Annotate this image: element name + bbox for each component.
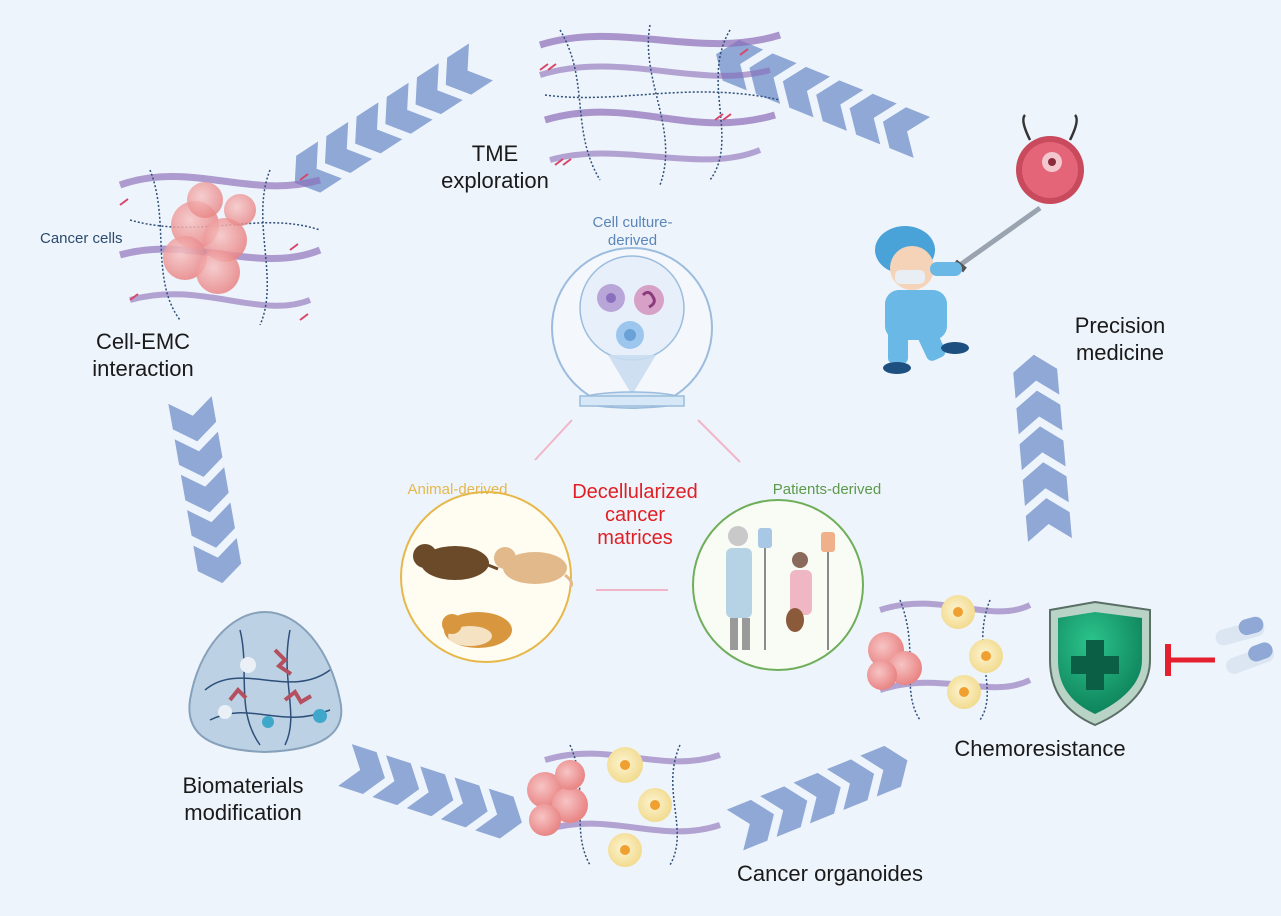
chevron-chain-top-left bbox=[294, 43, 493, 193]
pills-icon bbox=[1215, 616, 1274, 674]
chevron-chain-bottom-right bbox=[726, 745, 908, 851]
cell-emc-line1: Cell-EMC bbox=[95, 329, 191, 354]
chevron-chain-right bbox=[1013, 354, 1072, 542]
cell-ecm-cluster bbox=[118, 169, 322, 326]
organoid-cluster bbox=[527, 744, 721, 867]
tme-exploration-label: TME exploration bbox=[430, 140, 560, 194]
ecm-network-top bbox=[538, 24, 782, 186]
precision-medicine-label: Precision medicine bbox=[1050, 312, 1190, 366]
center-title-line2: cancer bbox=[604, 504, 666, 526]
center-title-line1: Decellularized bbox=[572, 481, 698, 503]
cell-emc-line2: interaction bbox=[92, 356, 194, 381]
chemoresistance-cluster bbox=[867, 595, 1032, 721]
biomaterials-line1: Biomaterials bbox=[182, 773, 304, 798]
precision-line1: Precision bbox=[1074, 313, 1166, 338]
connector-lines bbox=[534, 419, 741, 591]
cancer-cells-label: Cancer cells bbox=[40, 230, 123, 247]
cell-emc-label: Cell-EMC interaction bbox=[68, 328, 218, 382]
cell-culture-label: Cell culture- derived bbox=[570, 214, 695, 250]
cell-culture-line2: derived bbox=[607, 232, 658, 249]
tme-label-line2: exploration bbox=[441, 168, 549, 193]
cell-culture-panel bbox=[551, 247, 713, 409]
patients-derived-label: Patients-derived bbox=[772, 481, 882, 498]
chevron-chain-bottom-left bbox=[338, 744, 522, 839]
center-title: Decellularized cancer matrices bbox=[555, 481, 715, 550]
biomaterials-line2: modification bbox=[184, 800, 302, 825]
tme-label-line1: TME bbox=[471, 141, 519, 166]
animal-derived-label: Animal-derived bbox=[407, 481, 508, 498]
center-title-line3: matrices bbox=[597, 527, 673, 549]
doctor-figure bbox=[875, 114, 1084, 374]
cancer-organoids-label: Cancer organoides bbox=[737, 861, 923, 886]
shield-icon bbox=[1049, 600, 1151, 727]
patients-panel bbox=[692, 499, 864, 671]
inhibition-icon bbox=[1165, 644, 1215, 676]
chemoresistance-label: Chemoresistance bbox=[954, 736, 1126, 761]
biomaterial-hydrogel bbox=[188, 610, 343, 754]
biomaterials-label: Biomaterials modification bbox=[158, 772, 328, 826]
precision-line2: medicine bbox=[1075, 340, 1165, 365]
animal-panel bbox=[400, 491, 574, 663]
cell-culture-line1: Cell culture- bbox=[592, 214, 673, 231]
chevron-chain-left bbox=[168, 396, 242, 584]
chevron-chain-top-right bbox=[716, 39, 931, 158]
